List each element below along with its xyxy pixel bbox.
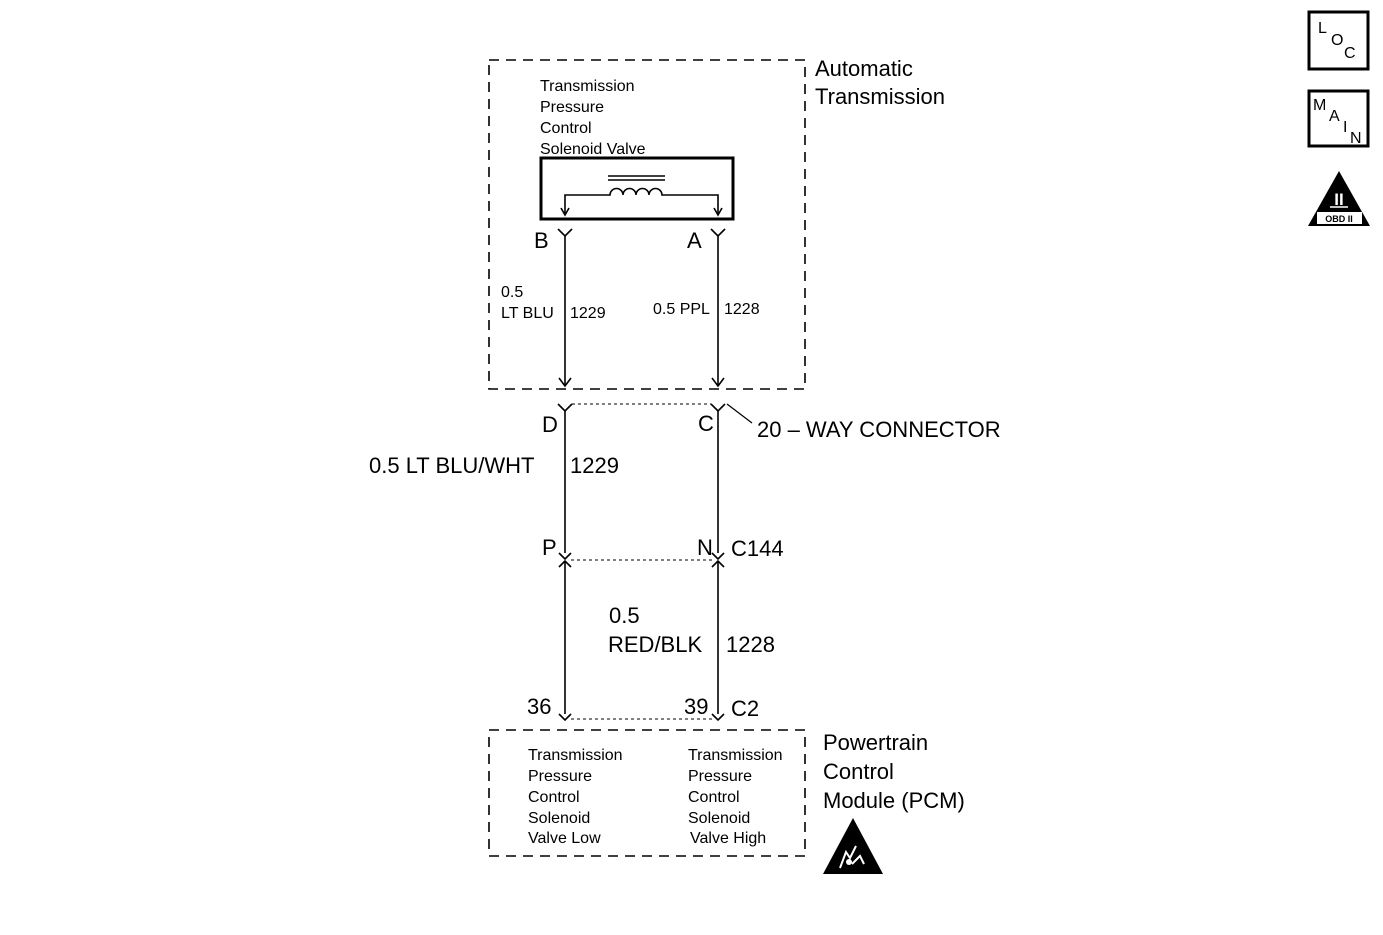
pin-label-p: P [542,535,557,560]
wire-1228-upper-circuit: 1228 [724,301,760,318]
pin-a-terminal [710,228,726,238]
pcm-high-line-5: Valve High [690,830,766,847]
pcm-high-line-1: Transmission [688,747,783,764]
main-letter-a: A [1329,108,1340,125]
pin-label-c: C [698,411,714,436]
obd-numeral: II [1334,190,1343,209]
c2-connector [558,713,725,722]
pcm-low-line-5: Valve Low [528,830,601,847]
pin-label-d: D [542,412,558,437]
solenoid-label-line-3: Control [540,120,592,137]
pcm-high-line-4: Solenoid [688,810,750,827]
c2-connector-label: C2 [731,696,759,721]
c144-connector-label: C144 [731,536,784,561]
pin-label-n: N [697,535,713,560]
pin-label-a: A [687,228,702,253]
loc-letter-l: L [1318,20,1327,37]
loc-button[interactable]: L O C [1307,10,1370,71]
wire-1229-upper-arrow [558,377,572,388]
transmission-name-line-2: Transmission [815,84,945,109]
wire-1229-upper-size: 0.5 [501,284,523,301]
pcm-dashed-boundary [488,729,806,857]
pcm-high-line-2: Pressure [688,768,752,785]
solenoid-label-line-4: Solenoid Valve [540,141,646,158]
pcm-name-line-3: Module (PCM) [823,788,965,813]
wire-1228-lower-size: 0.5 [609,603,640,628]
pin-label-b: B [534,228,549,253]
pcm-low-line-1: Transmission [528,747,623,764]
solenoid-label-line-1: Transmission [540,78,635,95]
main-letter-n: N [1350,130,1362,147]
wire-1229-middle-label: 0.5 LT BLU/WHT [369,453,534,478]
wire-1229-upper-color: LT BLU [501,305,554,322]
wire-1228-upper-arrow [711,377,725,388]
way20-connector [557,403,753,424]
pcm-high-line-3: Control [688,789,740,806]
pcm-low-line-2: Pressure [528,768,592,785]
pcm-low-line-4: Solenoid [528,810,590,827]
wire-1228-lower-circuit: 1228 [726,632,775,657]
pcm-name-line-1: Powertrain [823,730,928,755]
main-button[interactable]: M A I N [1307,89,1370,148]
wire-1228-lower-color: RED/BLK [608,632,702,657]
pcm-low-line-3: Control [528,789,580,806]
automatic-transmission-component: Automatic Transmission Transmission Pres… [488,56,945,390]
pin-b-terminal [557,228,573,238]
main-letter-m: M [1313,97,1326,114]
pcm-name-line-2: Control [823,759,894,784]
pin-label-39: 39 [684,694,708,719]
wire-1228-upper-label: 0.5 PPL [653,301,710,318]
transmission-name-line-1: Automatic [815,56,913,81]
solenoid-label-line-2: Pressure [540,99,604,116]
wire-1229-upper-circuit: 1229 [570,305,606,322]
obd-label: OBD II [1325,214,1353,224]
esd-warning-icon [823,818,883,874]
wire-1229-middle-circuit: 1229 [570,453,619,478]
solenoid-coil-symbol [560,175,723,217]
loc-letter-o: O [1331,32,1343,49]
way20-connector-label: 20 – WAY CONNECTOR [757,417,1001,442]
main-letter-i: I [1343,119,1347,136]
obd-ii-button[interactable]: II OBD II [1308,171,1370,226]
pcm-component: Powertrain Control Module (PCM) Transmis… [488,729,965,857]
transmission-dashed-boundary [488,59,806,390]
pin-label-36: 36 [527,694,551,719]
loc-letter-c: C [1344,45,1356,62]
solenoid-valve-box [539,156,735,221]
